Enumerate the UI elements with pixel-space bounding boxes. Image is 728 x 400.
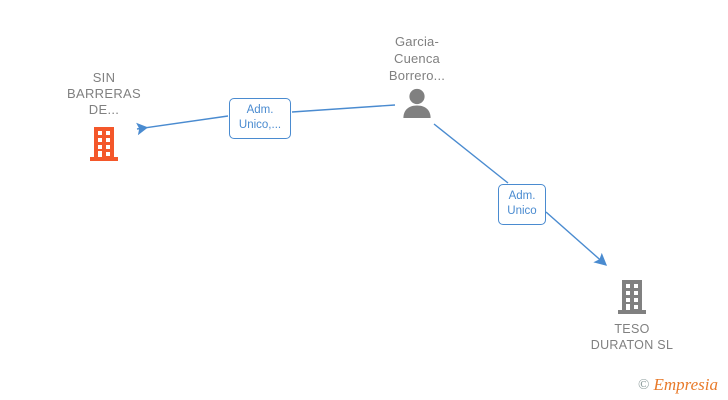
watermark-brand-rest: mpresia [663, 375, 718, 394]
building-icon [618, 280, 646, 314]
watermark-empresia: © Empresia [638, 376, 718, 394]
node-company-sin-barreras[interactable]: SIN BARRERAS DE... [34, 70, 174, 163]
node-company-teso-duraton[interactable]: TESO DURATON SL [562, 278, 702, 353]
node-person-garcia-cuenca[interactable]: Garcia- Cuenca Borrero... [347, 33, 487, 118]
watermark-brand-initial: E [653, 375, 664, 394]
building-icon [90, 127, 118, 161]
edge-label-adm-unico-sin-barreras[interactable]: Adm. Unico,... [229, 98, 291, 139]
node-label-garcia-cuenca: Garcia- Cuenca Borrero... [388, 34, 446, 83]
node-label-sin-barreras: SIN BARRERAS DE... [67, 70, 141, 117]
edge-label-adm-unico-teso[interactable]: Adm. Unico [498, 184, 546, 225]
node-label-teso-duraton: TESO DURATON SL [590, 322, 674, 352]
person-icon [403, 88, 431, 118]
copyright-icon: © [638, 376, 650, 393]
watermark-brand: Empresia [653, 376, 718, 394]
